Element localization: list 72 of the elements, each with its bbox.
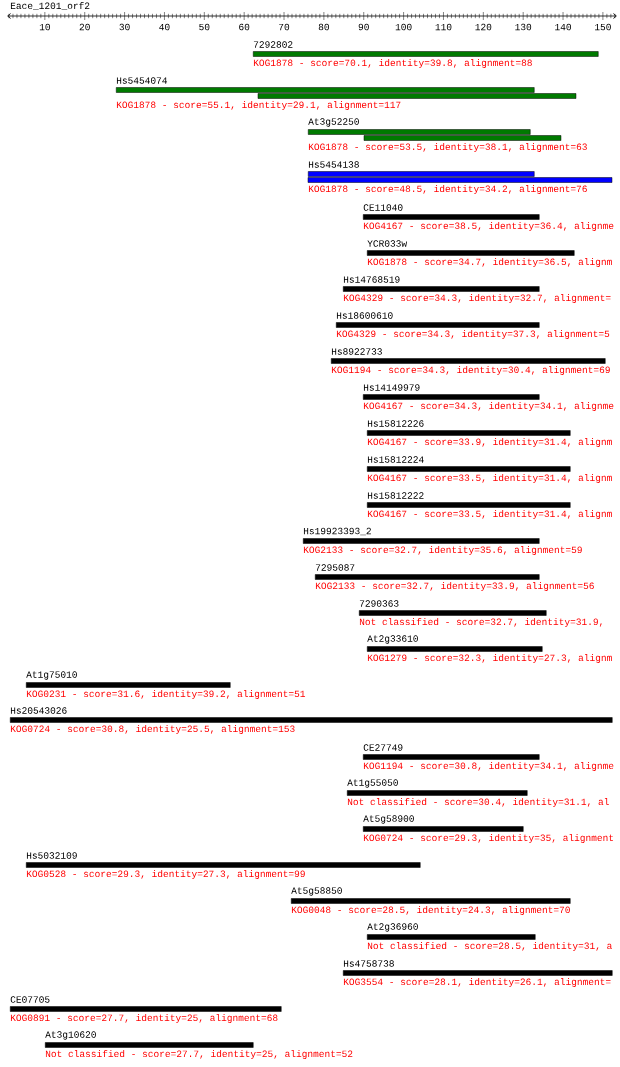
tick-label: 140	[555, 23, 571, 31]
hit-name: CE11040	[363, 204, 403, 211]
tick-label: 50	[199, 23, 210, 31]
hit-description: KOG0528 - score=29.3, identity=27.3, alignment=99	[26, 870, 305, 879]
hit-name: Hs19923393_2	[303, 527, 371, 536]
hit-description: KOG0891 - score=27.7, identity=25, alignment=68	[10, 1014, 278, 1023]
hit-name: YCR033w	[367, 240, 407, 247]
hit-description: KOG4167 - score=34.3, identity=34.1, alignme	[363, 402, 614, 411]
hit-description: Not classified - score=27.7, identity=25, alignment=52	[45, 1050, 353, 1059]
hit-description: KOG1878 - score=48.5, identity=34.2, alignment=76	[308, 185, 587, 194]
hit-description: KOG1194 - score=34.3, identity=30.4, alignment=69	[331, 366, 610, 375]
hit-name: Hs4758738	[343, 960, 394, 967]
hit-name: 7290363	[359, 600, 399, 607]
hit-description: KOG1878 - score=70.1, identity=39.8, alignment=88	[253, 59, 532, 68]
hit-name: Hs20543026	[10, 707, 67, 714]
tick-label: 60	[239, 23, 250, 31]
tick-label: 130	[515, 23, 532, 31]
tick-label: 40	[159, 23, 170, 31]
hit-name: At2g36960	[367, 923, 418, 932]
hit-description: KOG1878 - score=34.7, identity=36.5, alignm	[367, 258, 612, 267]
tick-label: 80	[318, 23, 329, 31]
tick-label: 90	[358, 23, 369, 31]
hit-description: Not classified - score=30.4, identity=31.1, al	[347, 798, 609, 807]
hit-name: At1g55050	[347, 779, 398, 788]
hit-name: Hs15812226	[367, 420, 424, 427]
hit-name: Hs14149979	[363, 384, 420, 391]
hit-description: KOG2133 - score=32.7, identity=33.9, alignment=56	[315, 582, 594, 591]
hit-name: At1g75010	[26, 671, 77, 680]
hit-name: Hs15812222	[367, 492, 424, 499]
hit-description: KOG4329 - score=34.3, identity=32.7, alignment=	[343, 294, 611, 303]
tick-label: 120	[475, 23, 492, 31]
hit-name: At5g58900	[363, 815, 414, 824]
tick-label: 30	[119, 23, 130, 31]
hit-name: 7292802	[253, 41, 293, 48]
hit-description: KOG0724 - score=30.8, identity=25.5, alignment=153	[10, 725, 295, 734]
hit-description: KOG3554 - score=28.1, identity=26.1, alignment=	[343, 978, 611, 987]
hit-description: KOG1878 - score=53.5, identity=38.1, alignment=63	[308, 143, 587, 152]
hit-description: Not classified - score=28.5, identity=31, a	[367, 942, 612, 951]
hit-description: KOG2133 - score=32.7, identity=35.6, alignment=59	[303, 546, 582, 555]
hit-name: Hs8922733	[331, 348, 382, 355]
tick-label: 110	[435, 23, 452, 31]
hit-description: KOG1878 - score=55.1, identity=29.1, alignment=117	[116, 101, 401, 110]
hit-description: KOG4167 - score=33.5, identity=31.4, alignm	[367, 474, 612, 483]
sequence-title: Eace_1201_orf2	[10, 2, 90, 10]
hit-description: KOG0231 - score=31.6, identity=39.2, alignment=51	[26, 690, 306, 699]
hit-description: KOG0048 - score=28.5, identity=24.3, alignment=70	[291, 906, 570, 915]
hit-name: Hs14768519	[343, 276, 400, 283]
hit-description: KOG0724 - score=29.3, identity=35, alignment	[363, 834, 613, 843]
hit-description: KOG1279 - score=32.3, identity=27.3, alignm	[367, 654, 612, 663]
tick-label: 70	[279, 23, 290, 31]
tick-label: 10	[39, 23, 50, 31]
hit-name: Hs18600610	[336, 312, 393, 319]
tick-label: 150	[595, 23, 611, 31]
hit-name: At2g33610	[367, 635, 418, 644]
hit-name: At3g10620	[45, 1031, 96, 1040]
hit-description: KOG1194 - score=30.8, identity=34.1, alignme	[363, 762, 614, 771]
tick-label: 100	[395, 23, 412, 31]
hit-description: KOG4167 - score=38.5, identity=36.4, alignme	[363, 222, 614, 231]
hit-description: KOG4167 - score=33.9, identity=31.4, alignm	[367, 438, 612, 447]
hit-name: Hs15812224	[367, 456, 424, 463]
hit-name: At5g58850	[291, 887, 342, 896]
hit-description: KOG4329 - score=34.3, identity=37.3, alignment=5	[336, 330, 610, 339]
hit-description: KOG4167 - score=33.5, identity=31.4, alignm	[367, 510, 612, 519]
hit-name: CE27749	[363, 744, 403, 751]
hit-name: CE07705	[10, 996, 50, 1003]
hit-name: 7295087	[315, 564, 355, 571]
hit-name: Hs5032109	[26, 852, 77, 859]
hit-name: Hs5454074	[116, 77, 167, 84]
hit-name: At3g52250	[308, 118, 359, 127]
hit-description: Not classified - score=32.7, identity=31.9,	[359, 618, 602, 627]
hit-name: Hs5454138	[308, 161, 359, 168]
tick-label: 20	[79, 23, 90, 31]
